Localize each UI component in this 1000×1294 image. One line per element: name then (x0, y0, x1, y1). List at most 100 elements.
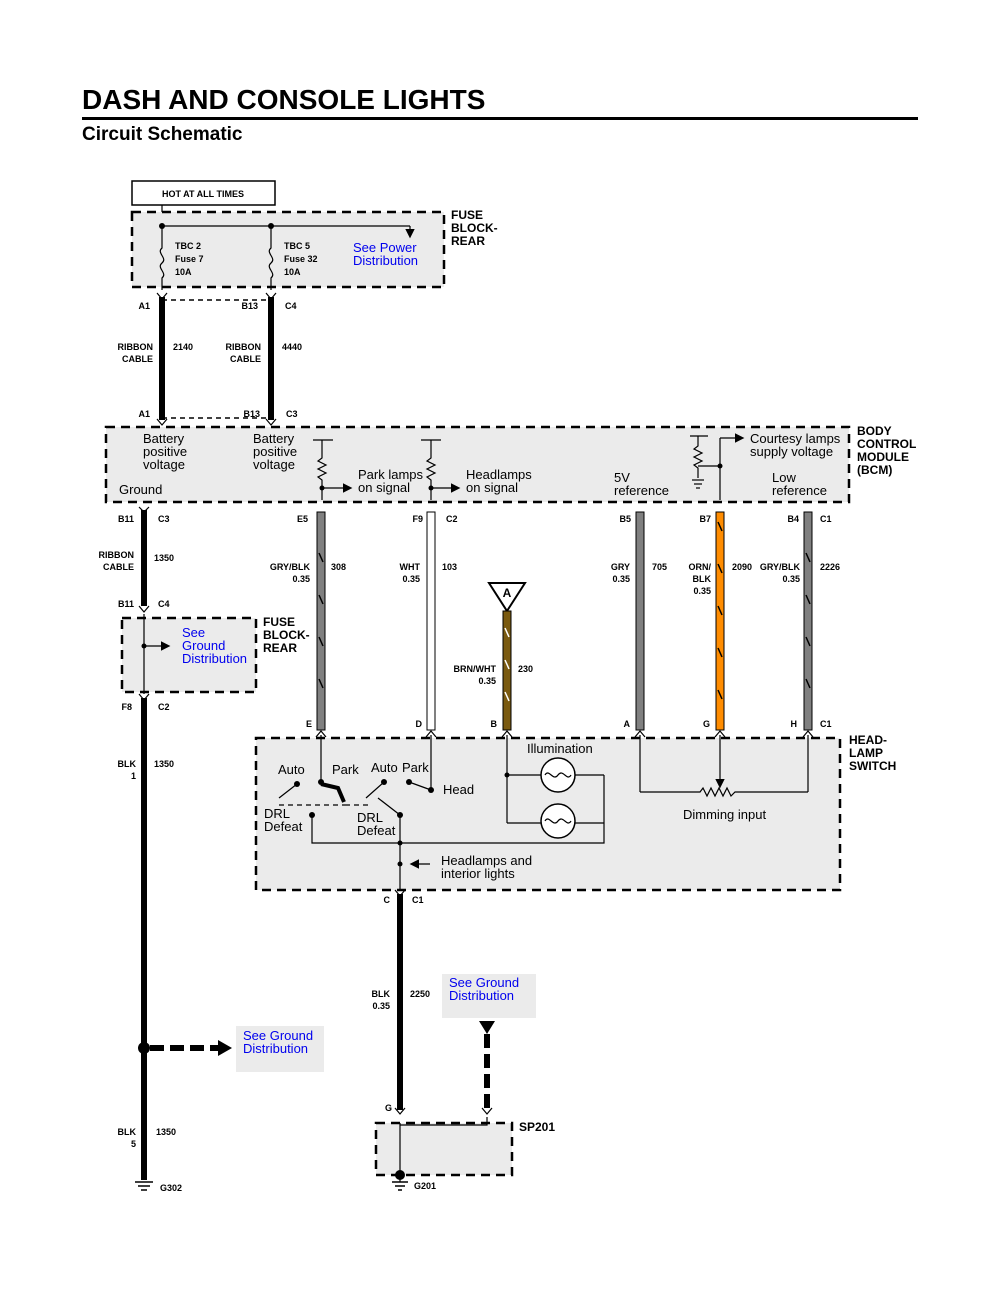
bulb-filament-2 (544, 818, 572, 824)
park2-lead (408, 781, 432, 791)
w2090-circuit: 2090 (732, 562, 752, 572)
fb2-name-1: FUSE (263, 615, 295, 629)
blk1-color: BLK (118, 759, 137, 769)
blk1-circuit: 1350 (154, 759, 174, 769)
wire-2226-stripe-3 (805, 636, 811, 647)
fb2-link-2[interactable]: Ground (182, 638, 225, 653)
fb2-name-2: BLOCK- (263, 628, 310, 642)
ribbon2-label-2: CABLE (103, 562, 134, 572)
wire-2090-stripe-5 (717, 689, 723, 700)
bcm-pin-b4: B4 (787, 514, 799, 524)
g201-label: G201 (414, 1181, 436, 1191)
ground-link-1-line2[interactable]: Distribution (243, 1041, 308, 1056)
head-resistor (425, 440, 437, 500)
bcm-name-4: (BCM) (857, 463, 892, 477)
ribbon-label-1a: RIBBON (118, 342, 154, 352)
w308-color: GRY/BLK (270, 562, 311, 572)
wire-230-stripe-1 (504, 627, 510, 638)
ground-link-1-bg (236, 1026, 324, 1072)
batt2-line2: positive (253, 444, 297, 459)
sw-pin-g: G (703, 719, 710, 729)
ribbon2-label-1: RIBBON (99, 550, 135, 560)
fuse-block-name-3: REAR (451, 234, 485, 248)
drl2-blade (377, 797, 401, 816)
bcm-pin-c1: C1 (820, 514, 832, 524)
fb2-pin-c4: C4 (158, 599, 170, 609)
drl2-line2: Defeat (357, 823, 396, 838)
fuse-32-symbol (268, 226, 274, 290)
fuse2-line2: Fuse 32 (284, 254, 318, 264)
bcm-pin-b11: B11 (118, 514, 134, 524)
w2090-gauge: 0.35 (693, 586, 711, 596)
lowref-line1: Low (772, 470, 796, 485)
bulb-node-1 (504, 772, 510, 778)
w705-gauge: 0.35 (612, 574, 630, 584)
sp201-tie (400, 1117, 488, 1126)
bus-node-1 (397, 840, 403, 846)
w2226-circuit: 2226 (820, 562, 840, 572)
fuse-block-rear-box (130, 210, 446, 289)
fb2-link-3[interactable]: Distribution (182, 651, 247, 666)
w2226-color: GRY/BLK (760, 562, 801, 572)
blk035-color: BLK (372, 989, 391, 999)
ground-link-2-line1[interactable]: See Ground (449, 975, 519, 990)
bus-node-2 (397, 861, 403, 867)
auto2-lead (365, 781, 385, 799)
courtesy-resistor (692, 436, 704, 478)
head-signal-line2: on signal (466, 480, 518, 495)
batt1-line2: positive (143, 444, 187, 459)
fb2-link-1[interactable]: See (182, 625, 205, 640)
terminal-bcm-b13 (265, 418, 277, 426)
fb2-pin-f8: F8 (121, 702, 132, 712)
bcm-pin-b7: B7 (699, 514, 711, 524)
w705-circuit: 705 (652, 562, 667, 572)
sp201-label: SP201 (519, 1120, 555, 1134)
sw-pin-e: E (306, 719, 312, 729)
auto1-lead (278, 783, 298, 799)
see-power-distribution-link-1[interactable]: See Power (353, 240, 417, 255)
page-subtitle: Circuit Schematic (82, 124, 243, 145)
ribbon-label-2a: RIBBON (226, 342, 262, 352)
switch-name-1: HEAD- (849, 733, 887, 747)
see-power-distribution-link-2[interactable]: Distribution (353, 253, 418, 268)
park-signal-line2: on signal (358, 480, 410, 495)
switch-name-2: LAMP (849, 746, 883, 760)
head-signal-line1: Headlamps (466, 467, 532, 482)
sw-pin-c1-bottom: C1 (412, 895, 424, 905)
bcm-ground-label: Ground (119, 482, 162, 497)
wire-2090-stripe-3 (717, 605, 723, 616)
connector-a-triangle (487, 582, 527, 613)
park2-label: Park (402, 760, 429, 775)
ground-link-2-bg (442, 974, 536, 1018)
ground-link-1-line1[interactable]: See Ground (243, 1028, 313, 1043)
fuse1-line1: TBC 2 (175, 241, 201, 251)
sw-terminal-a (634, 730, 646, 738)
sw-terminal-g (714, 730, 726, 738)
fb2-name-3: REAR (263, 641, 297, 655)
bulb-filament-1 (544, 772, 572, 778)
ground-link-2-line2[interactable]: Distribution (449, 988, 514, 1003)
terminal-sp201-2 (481, 1107, 493, 1115)
wire-230-stripe-3 (504, 691, 510, 702)
blk035-gauge: 0.35 (372, 1001, 390, 1011)
drl1-line2: Defeat (264, 819, 303, 834)
courtesy-line1: Courtesy lamps (750, 431, 841, 446)
illumination-label: Illumination (527, 741, 593, 756)
blk5-circuit: 1350 (156, 1127, 176, 1137)
park1-label: Park (332, 762, 359, 777)
wire-2090 (715, 511, 725, 731)
sw-pin-c1: C1 (820, 719, 832, 729)
pin-c4-top: C4 (285, 301, 297, 311)
switch-name-3: SWITCH (849, 759, 896, 773)
pin-c3-bottom: C3 (286, 409, 298, 419)
lowref-line2: reference (772, 483, 827, 498)
park-resistor (316, 440, 328, 500)
hot-at-all-times-box (131, 180, 276, 206)
fuse1-line2: Fuse 7 (175, 254, 204, 264)
w230-gauge: 0.35 (478, 676, 496, 686)
sw-pin-h: H (791, 719, 798, 729)
fuse2-line1: TBC 5 (284, 241, 310, 251)
ref5v-line2: reference (614, 483, 669, 498)
wire-2090-stripe-1 (717, 521, 723, 532)
sw-pin-b: B (491, 719, 498, 729)
